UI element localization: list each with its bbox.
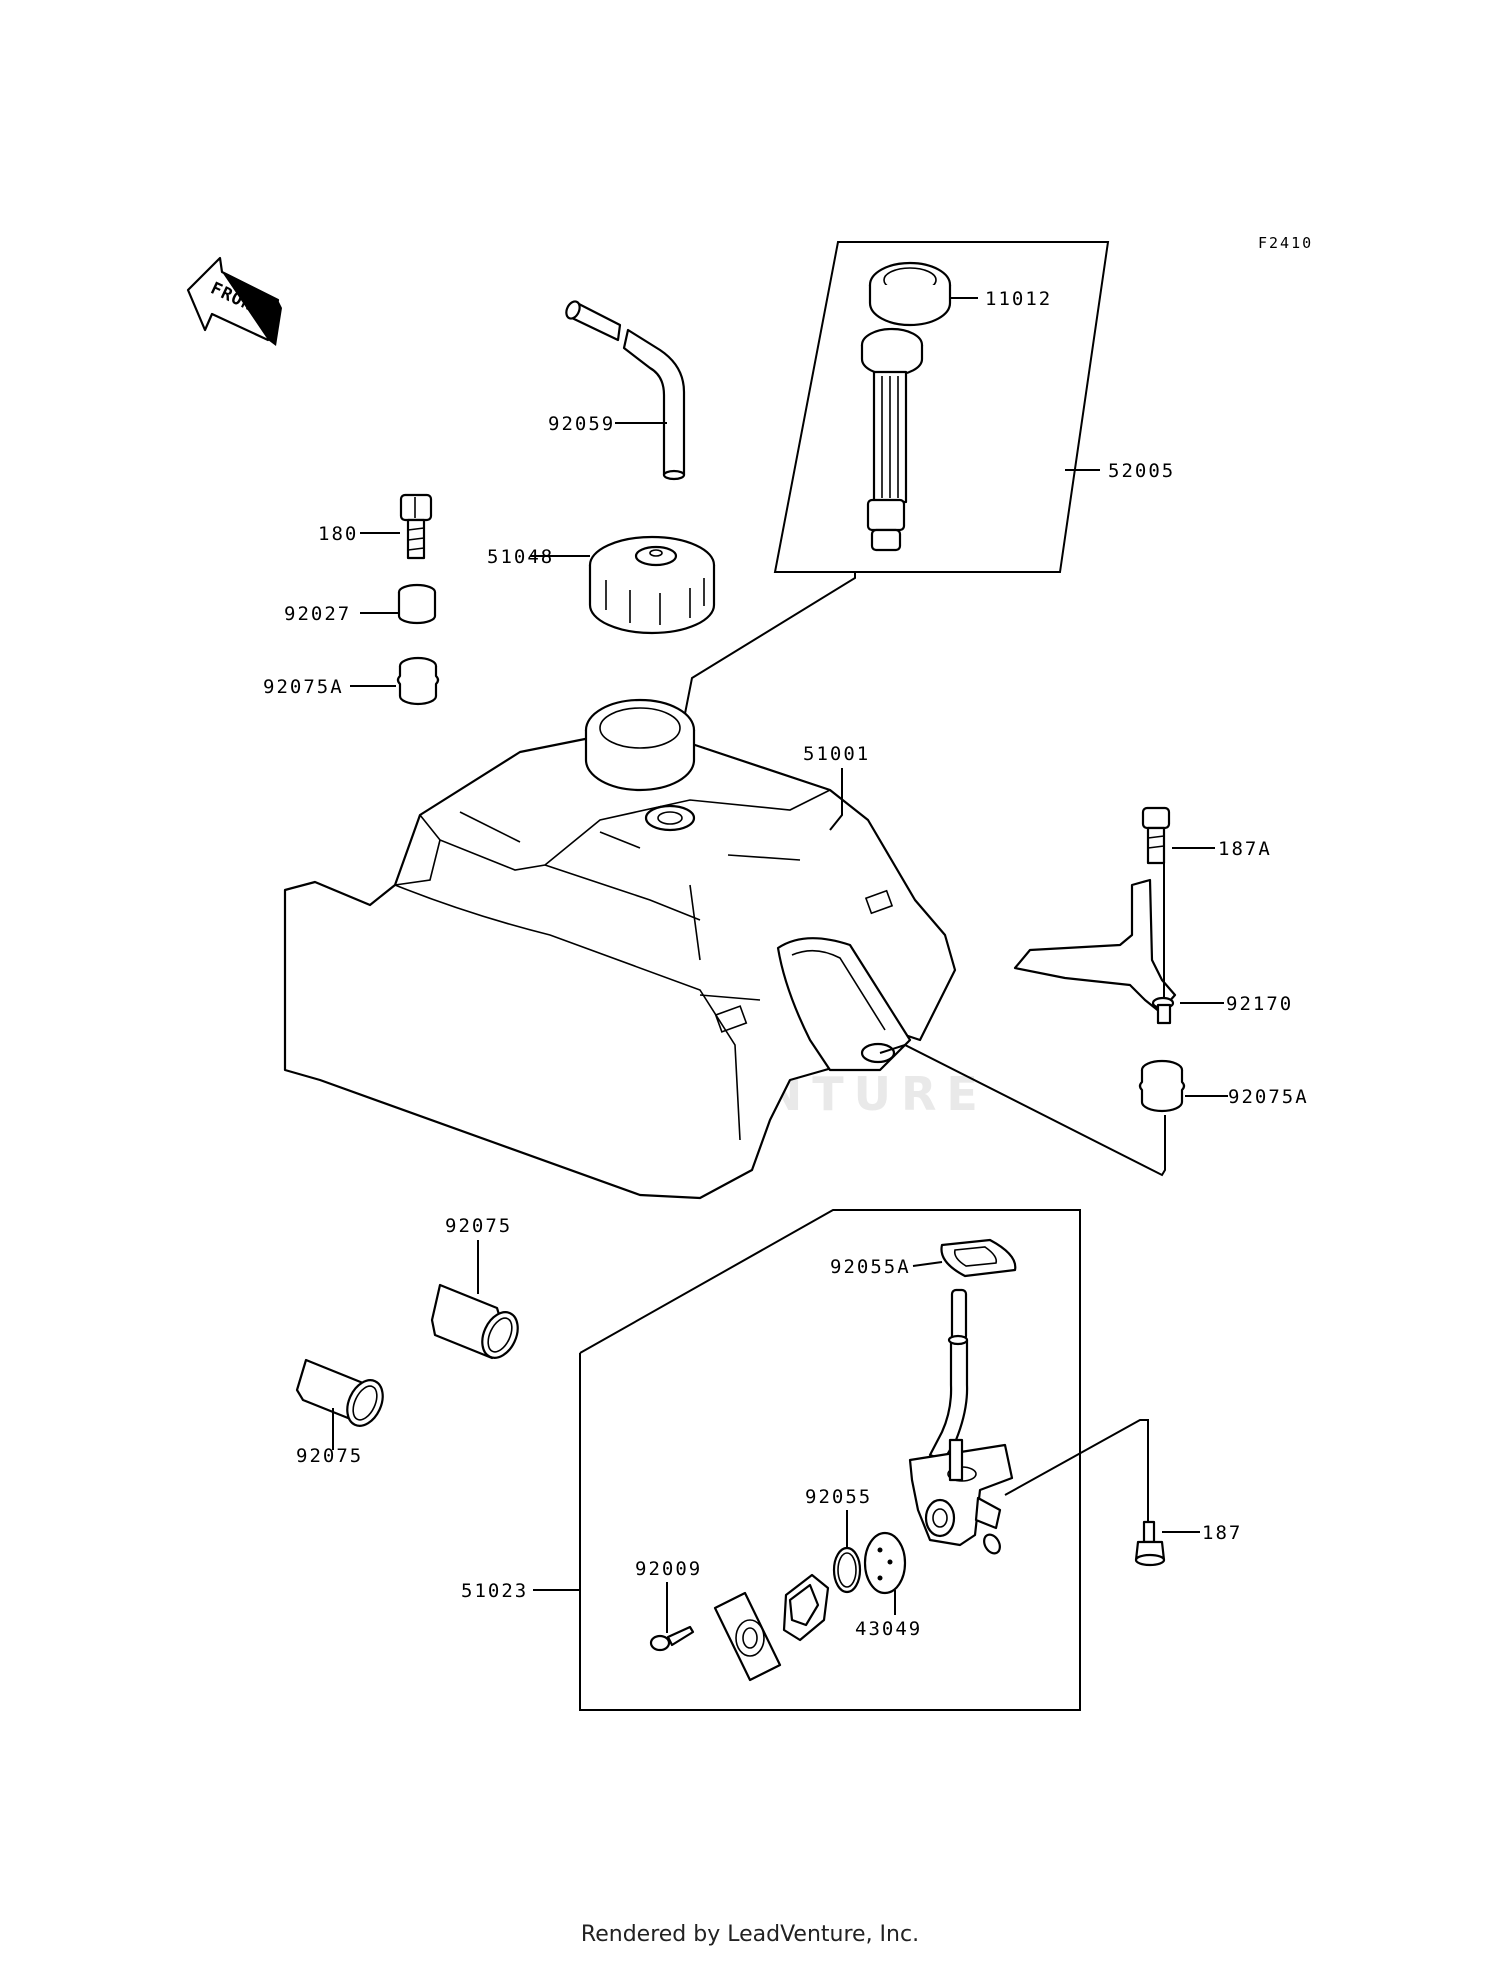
figure-code: F2410	[1258, 234, 1313, 252]
callout-92075-top: 92075	[445, 1215, 512, 1237]
callout-52005: 52005	[1108, 460, 1175, 482]
callout-51023: 51023	[461, 1580, 528, 1602]
bracket-92170	[1013, 806, 1224, 1025]
callout-92055: 92055	[805, 1486, 872, 1508]
fuel-gauge-assembly-group	[667, 241, 1110, 801]
damper-92075a-left	[350, 656, 440, 706]
callout-92075a-left: 92075A	[263, 676, 344, 698]
callout-92075a-right: 92075A	[1228, 1086, 1309, 1108]
callout-92009: 92009	[635, 1558, 702, 1580]
collar-92027	[360, 583, 437, 625]
callout-51001: 51001	[803, 743, 870, 765]
callout-92075-bottom: 92075	[296, 1445, 363, 1467]
callout-43049: 43049	[855, 1618, 922, 1640]
front-arrow-icon: FRONT	[186, 256, 282, 346]
callout-92055a: 92055A	[830, 1256, 911, 1278]
footer-credit: Rendered by LeadVenture, Inc.	[580, 1922, 920, 1947]
callout-187a: 187A	[1218, 838, 1272, 860]
bolt-180	[360, 493, 433, 560]
collar-92075-bottom	[295, 1358, 384, 1450]
bolt-187	[1134, 1520, 1200, 1567]
fuel-cap-51048	[530, 535, 716, 635]
damper-92075a-right	[879, 1043, 1228, 1177]
fuel-cock-assembly-group	[533, 1209, 1149, 1711]
callout-180: 180	[318, 523, 358, 545]
collar-92075-top	[430, 1240, 519, 1360]
breather-hose	[565, 300, 686, 481]
callout-92027: 92027	[284, 603, 351, 625]
callout-92059: 92059	[548, 413, 615, 435]
callout-11012: 11012	[985, 288, 1052, 310]
fuel-tank-51001	[283, 698, 957, 1200]
callout-187: 187	[1202, 1522, 1242, 1544]
callout-92170: 92170	[1226, 993, 1293, 1015]
callout-51048: 51048	[487, 546, 554, 568]
